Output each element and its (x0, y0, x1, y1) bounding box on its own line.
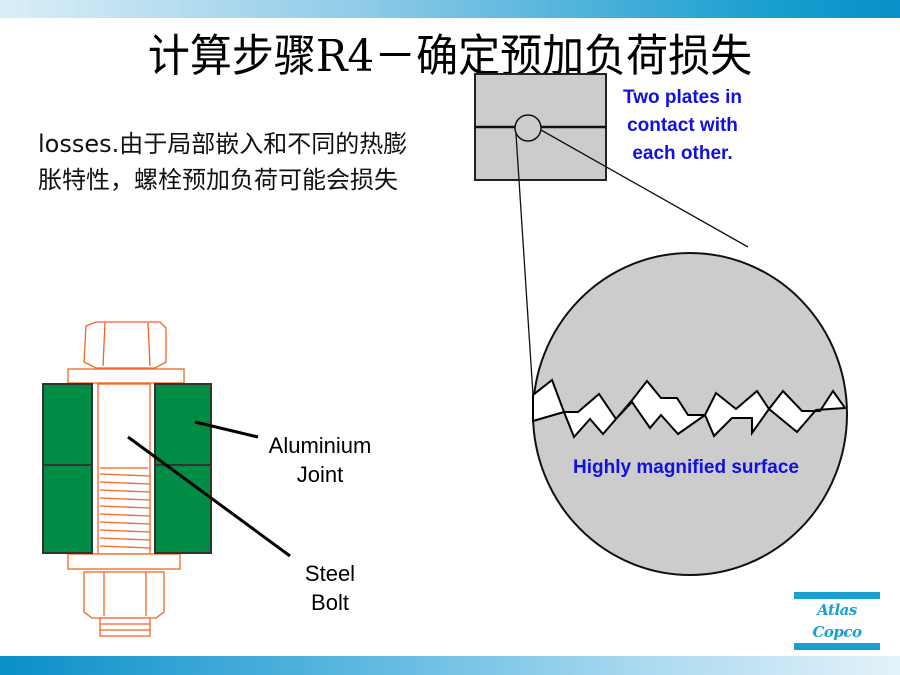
aluminium-joint-label: Aluminium Joint (255, 431, 385, 489)
caption-line: each other. (632, 143, 733, 164)
top-washer (67, 368, 185, 384)
label-line: Aluminium (268, 433, 372, 458)
nut (83, 571, 165, 619)
magnified-surface (532, 252, 848, 576)
label-line: Joint (296, 462, 344, 487)
caption-line: Two plates in (623, 87, 742, 108)
bottom-washer (67, 553, 181, 570)
joint-leader-line (194, 420, 259, 439)
plates-diagram (474, 73, 607, 181)
slide-title: 计算步骤R4－确定预加负荷损失 (147, 29, 753, 82)
atlas-copco-logo: Atlas Copco (794, 592, 880, 650)
logo-text: Atlas Copco (812, 601, 862, 641)
label-line: Bolt (311, 590, 349, 615)
bottom-banner (0, 656, 900, 675)
bolt-assembly (67, 321, 185, 637)
bolt-shank (97, 383, 151, 555)
top-banner (0, 0, 900, 18)
body-text: losses.由于局部嵌入和不同的热膨胀特性，螺栓预加负荷可能会损失 (38, 130, 408, 194)
aluminium-joint (42, 383, 212, 554)
bolt-leader-line (127, 435, 291, 558)
magnified-caption: Highly magnified surface (573, 457, 799, 478)
caption-line: contact with (627, 115, 738, 136)
bolt-tail (99, 617, 151, 637)
label-line: Steel (304, 561, 356, 586)
bolt-head (83, 321, 167, 369)
zoom-circle (514, 114, 542, 142)
plates-caption: Two plates in contact with each other. (605, 84, 760, 168)
bolt-thread (99, 467, 151, 549)
steel-bolt-label: Steel Bolt (280, 559, 380, 617)
